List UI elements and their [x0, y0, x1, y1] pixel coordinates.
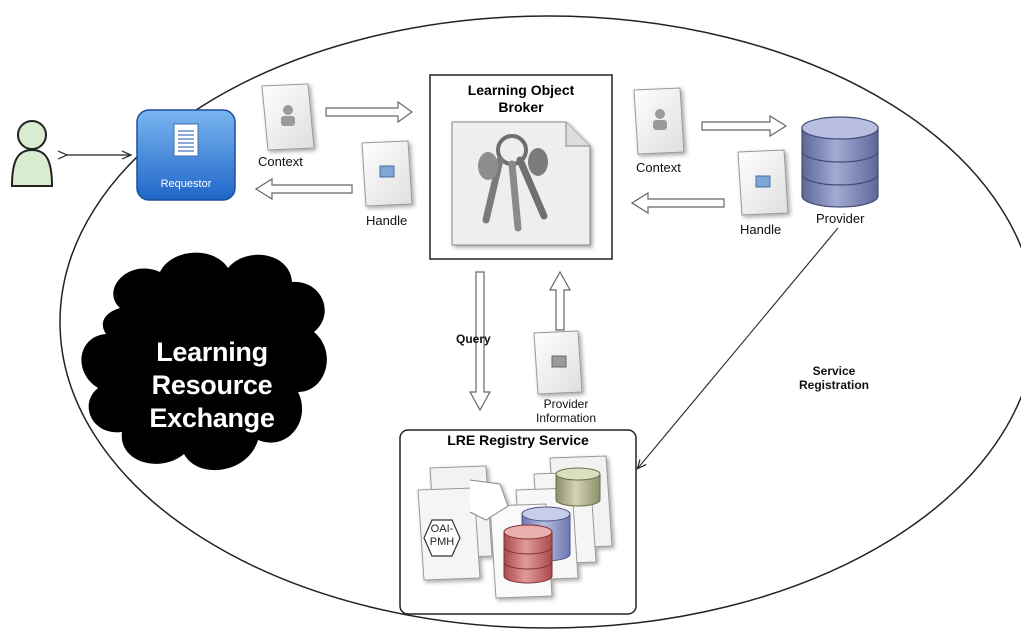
- registry-title: LRE Registry Service: [447, 432, 589, 448]
- arrow-info-up: [548, 270, 572, 331]
- arrow-context-to-provider: [701, 114, 788, 138]
- registry-documents-icon: [417, 455, 613, 599]
- cloud-line-3: Exchange: [149, 403, 275, 433]
- handle-left-label: Handle: [366, 213, 408, 228]
- provider-database-icon: [801, 116, 879, 208]
- cloud-line-1: Learning: [156, 337, 268, 367]
- context-document-right-icon: [633, 87, 685, 155]
- oai-pmh-label: OAI- PMH: [430, 523, 454, 549]
- query-label: Query: [456, 332, 491, 346]
- cloud-label: Learning Resource Exchange: [149, 336, 274, 435]
- context-left-label: Context: [258, 154, 303, 169]
- provider-info-label: Provider Information: [536, 397, 596, 425]
- service-registration-label: Service Registration: [799, 364, 869, 392]
- keys-document-icon: [451, 121, 591, 246]
- cloud-line-2: Resource: [151, 370, 273, 400]
- exchange-ellipse: [59, 15, 1021, 629]
- context-right-label: Context: [636, 160, 681, 175]
- context-document-left-icon: [261, 83, 315, 151]
- requestor-label[interactable]: Requestor: [160, 178, 212, 190]
- provider-label[interactable]: Provider: [816, 211, 865, 226]
- oai-line-2: PMH: [429, 536, 455, 548]
- handle-document-right-icon: [737, 149, 789, 216]
- lre-cloud-shape: [81, 252, 327, 471]
- user-icon: [10, 120, 54, 187]
- broker-title: Learning Object Broker: [468, 82, 575, 116]
- oai-line-1: OAI-: [430, 523, 454, 535]
- arrow-handle-to-broker: [630, 191, 725, 215]
- arrow-handle-to-requestor: [254, 177, 353, 201]
- broker-title-line-1: Learning Object: [467, 82, 575, 98]
- arrow-context-to-broker: [325, 100, 414, 124]
- provider-info-line-1: Provider: [543, 397, 589, 411]
- oai-pmh-badge: [423, 519, 461, 557]
- service-registration-line-2: Registration: [798, 378, 870, 392]
- arrow-query-down: [468, 271, 492, 412]
- provider-info-line-2: Information: [535, 411, 597, 425]
- handle-right-label: Handle: [740, 222, 782, 237]
- provider-info-document-icon: [533, 330, 583, 395]
- broker-title-line-2: Broker: [498, 99, 544, 115]
- service-registration-link: [638, 227, 839, 468]
- requestor-icon: [136, 109, 236, 201]
- handle-document-left-icon: [361, 140, 413, 207]
- service-registration-line-1: Service: [812, 364, 856, 378]
